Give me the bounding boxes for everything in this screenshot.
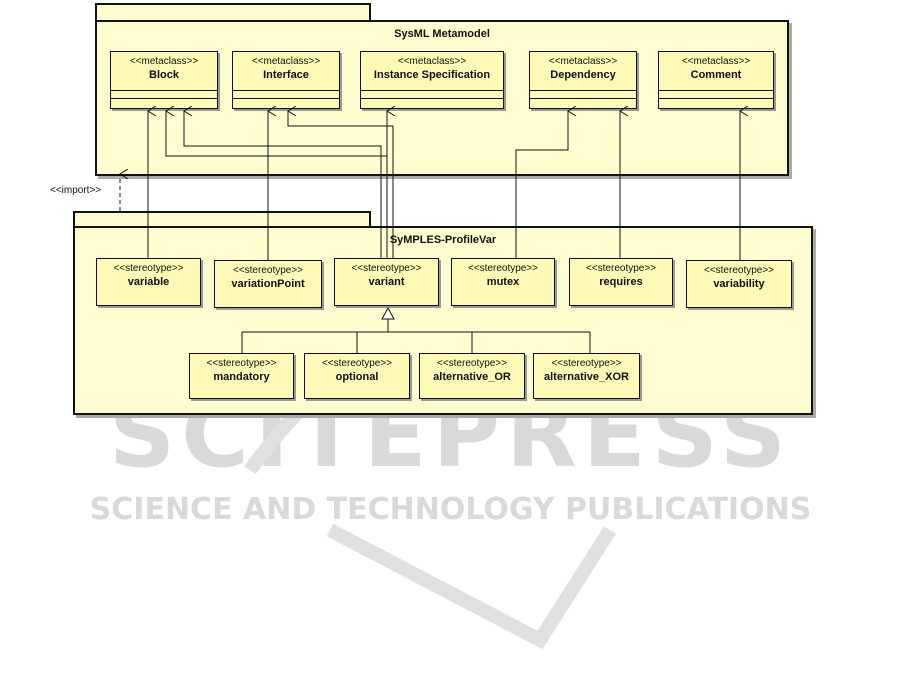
stereotype-keyword: <<stereotype>> — [113, 263, 184, 274]
metaclass-stereotype: <<metaclass>> — [251, 56, 321, 67]
stereotype-name: variability — [713, 278, 765, 290]
metamodel-package-title: SysML Metamodel — [394, 28, 490, 40]
stereotype-name: alternative_OR — [433, 371, 511, 383]
stereotype-keyword: <<stereotype>> — [703, 265, 775, 276]
stereotype-alternative-xor[interactable]: <<stereotype>> alternative_XOR — [533, 353, 640, 399]
class-compartment-divider — [111, 90, 217, 91]
class-compartment-divider — [361, 90, 503, 91]
extension-variant-block — [166, 111, 388, 258]
metaclass-dependency[interactable]: <<metaclass>> Dependency — [529, 51, 637, 109]
stereotype-name: variationPoint — [231, 278, 305, 290]
class-compartment-divider — [530, 90, 636, 91]
stereotype-variationpoint[interactable]: <<stereotype>> variationPoint — [214, 260, 322, 308]
stereotype-keyword: <<stereotype>> — [321, 358, 393, 369]
stereotype-variant[interactable]: <<stereotype>> variant — [334, 258, 439, 306]
extension-variant-interface — [288, 111, 394, 258]
stereotype-name: mandatory — [213, 371, 270, 383]
class-compartment-divider — [111, 98, 217, 99]
import-label: <<import>> — [50, 185, 102, 196]
metaclass-comment[interactable]: <<metaclass>> Comment — [658, 51, 774, 109]
class-compartment-divider — [659, 90, 773, 91]
metaclass-stereotype: <<metaclass>> — [681, 56, 751, 67]
class-compartment-divider — [361, 98, 503, 99]
class-compartment-divider — [659, 98, 773, 99]
stereotype-keyword: <<stereotype>> — [467, 263, 539, 274]
stereotype-keyword: <<stereotype>> — [551, 358, 622, 369]
extension-variant-block-2 — [184, 111, 382, 258]
stereotype-name: variable — [127, 276, 170, 288]
metaclass-name: Comment — [690, 69, 742, 81]
metaclass-stereotype: <<metaclass>> — [548, 56, 618, 67]
watermark-subtitle: SCIENCE AND TECHNOLOGY PUBLICATIONS — [89, 492, 812, 527]
stereotype-mutex[interactable]: <<stereotype>> mutex — [451, 258, 555, 306]
stereotype-name: optional — [335, 371, 379, 383]
stereotype-name: alternative_XOR — [544, 371, 629, 383]
stereotype-keyword: <<stereotype>> — [232, 265, 304, 276]
metaclass-name: Dependency — [550, 69, 616, 81]
metaclass-stereotype: <<metaclass>> — [397, 56, 467, 67]
stereotype-mandatory[interactable]: <<stereotype>> mandatory — [189, 353, 294, 399]
profile-package-title: SyMPLES-ProfileVar — [389, 234, 497, 246]
stereotype-optional[interactable]: <<stereotype>> optional — [304, 353, 410, 399]
metaclass-name: Interface — [263, 69, 309, 81]
metaclass-name: Instance Specification — [373, 69, 491, 81]
stereotype-keyword: <<stereotype>> — [206, 358, 277, 369]
metaclass-instance-specification[interactable]: <<metaclass>> Instance Specification — [360, 51, 504, 109]
generalization-arrowhead — [381, 306, 395, 320]
stereotype-name: requires — [599, 276, 643, 288]
metaclass-interface[interactable]: <<metaclass>> Interface — [232, 51, 340, 109]
stereotype-name: variant — [368, 276, 405, 288]
stereotype-alternative-or[interactable]: <<stereotype>> alternative_OR — [419, 353, 525, 399]
extension-mutex-dependency — [515, 111, 568, 258]
metaclass-stereotype: <<metaclass>> — [129, 56, 199, 67]
stereotype-keyword: <<stereotype>> — [436, 358, 508, 369]
metaclass-block[interactable]: <<metaclass>> Block — [110, 51, 218, 109]
class-compartment-divider — [233, 98, 339, 99]
stereotype-keyword: <<stereotype>> — [585, 263, 657, 274]
class-compartment-divider — [233, 90, 339, 91]
stereotype-requires[interactable]: <<stereotype>> requires — [569, 258, 673, 306]
metaclass-name: Block — [149, 69, 179, 81]
stereotype-name: mutex — [486, 276, 520, 288]
stereotype-variability[interactable]: <<stereotype>> variability — [686, 260, 792, 308]
class-compartment-divider — [530, 98, 636, 99]
stereotype-keyword: <<stereotype>> — [351, 263, 422, 274]
stereotype-variable[interactable]: <<stereotype>> variable — [96, 258, 201, 306]
